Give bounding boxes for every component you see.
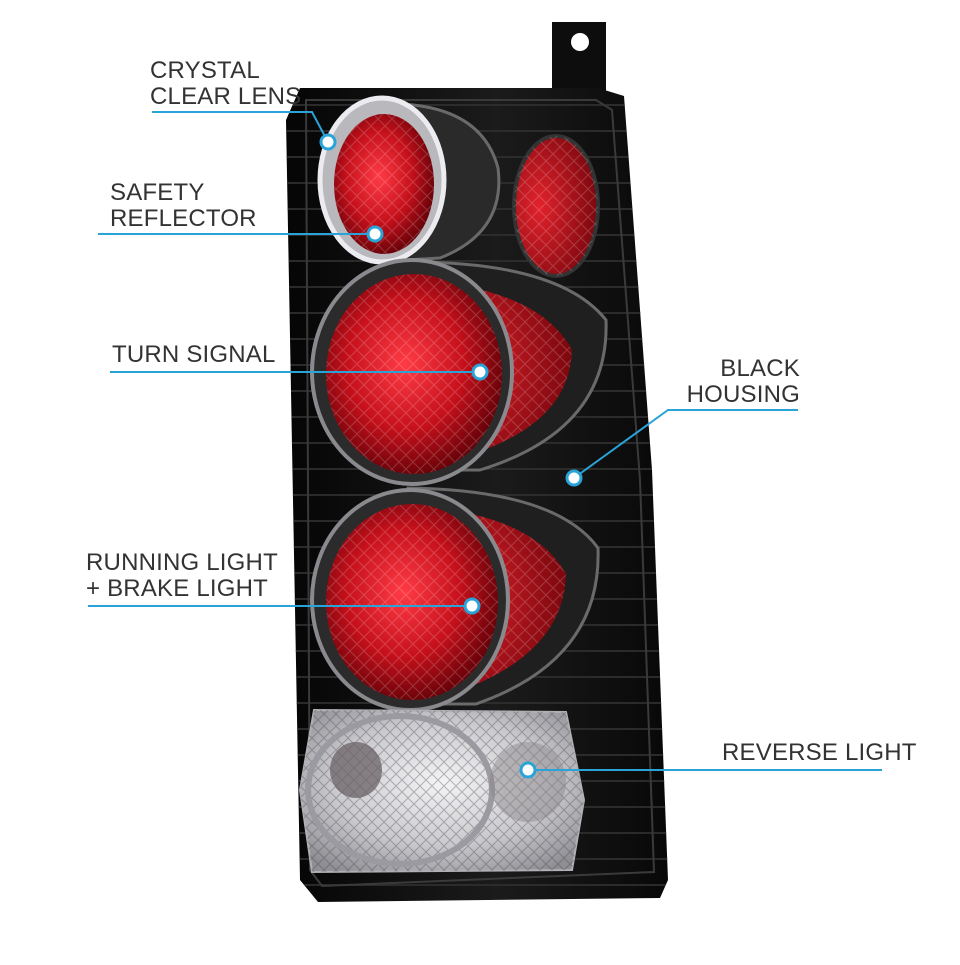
- mounting-hole: [571, 33, 589, 51]
- mounting-tab: [552, 22, 606, 92]
- leader-dot-turn-signal: [471, 363, 489, 381]
- leader-dot-safety-reflector: [366, 225, 384, 243]
- label-turn-signal: TURN SIGNAL: [112, 341, 276, 368]
- label-running-brake-light: RUNNING LIGHT+ BRAKE LIGHT: [86, 549, 278, 602]
- callout-leaders: [88, 111, 882, 779]
- leader-line-black-housing: [573, 409, 798, 479]
- leader-dot-black-housing: [565, 469, 583, 487]
- leader-dot-reverse-light: [519, 761, 537, 779]
- leader-dot-running-brake-light: [463, 597, 481, 615]
- leader-dot-crystal-clear-lens: [319, 133, 337, 151]
- leader-line-crystal-clear-lens: [152, 111, 329, 143]
- label-reverse-light: REVERSE LIGHT: [722, 739, 917, 766]
